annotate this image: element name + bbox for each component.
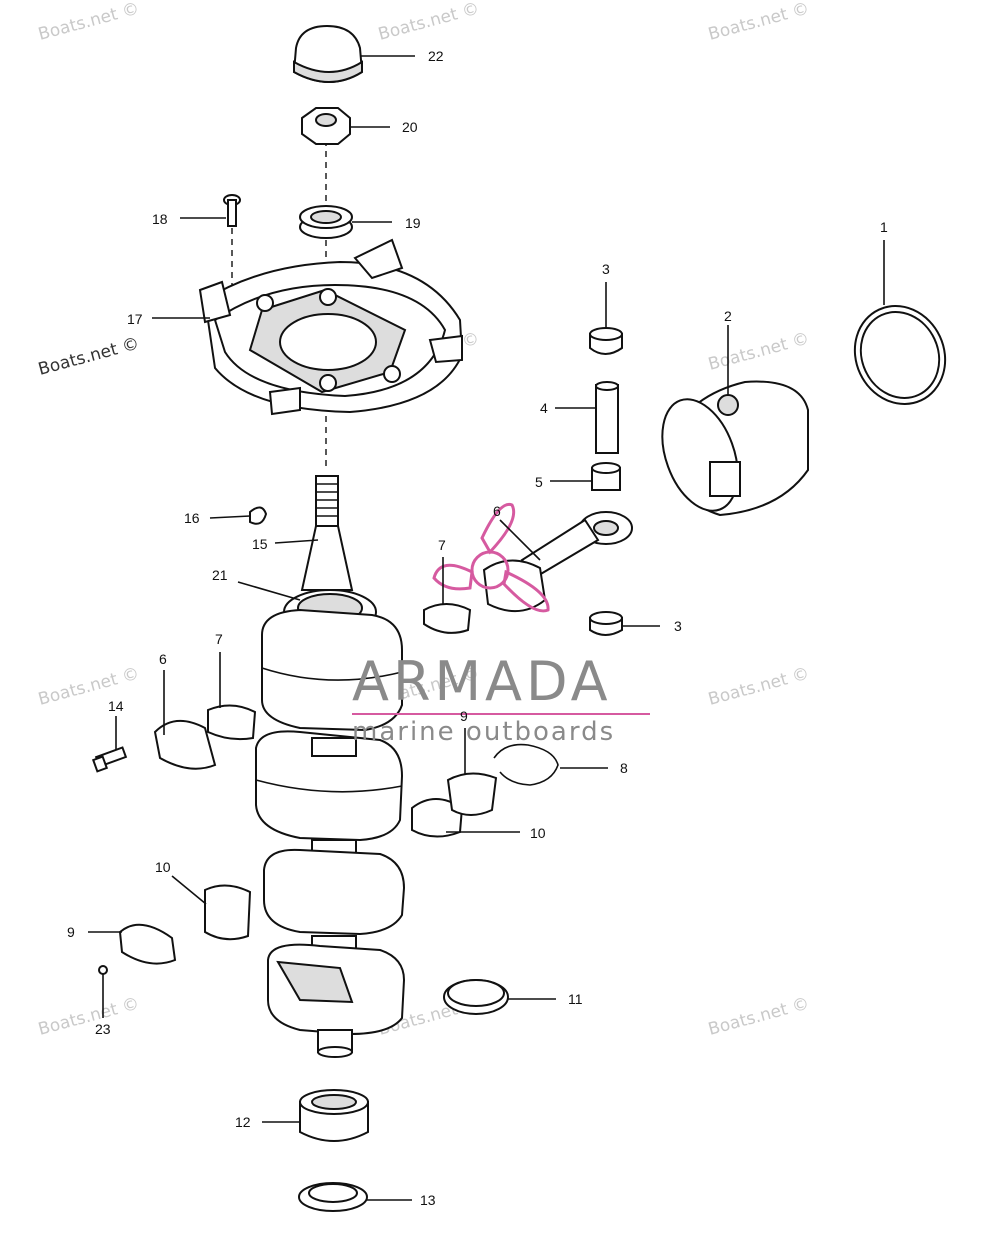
callout-labels: 22 20 19 18 17 1 2 3 4 5 6 7 3 16 15 21 … [67, 48, 888, 1208]
watermark-text: Boats.net © [36, 0, 141, 45]
part-7-bearing-right [423, 603, 472, 634]
callout-20: 20 [402, 119, 418, 135]
watermark-text: Boats.net © [36, 994, 141, 1040]
callout-6-rod: 6 [493, 503, 501, 519]
part-2-piston [661, 380, 809, 517]
watermark-text: Boats.net © [706, 0, 811, 45]
watermark-text: Boats.net © [706, 664, 811, 710]
callout-18: 18 [152, 211, 168, 227]
crankshaft-assembly [255, 475, 406, 1058]
callout-8: 8 [620, 760, 628, 776]
part-4-piston-pin [595, 381, 619, 454]
watermarks: Boats.net © Boats.net © Boats.net © Boat… [36, 0, 811, 1040]
callout-19: 19 [405, 215, 421, 231]
part-16-key [249, 506, 268, 525]
callout-9-left: 9 [67, 924, 75, 940]
part-14-screw [91, 746, 128, 773]
callout-3-bottom: 3 [674, 618, 682, 634]
part-5-needle-bearing [591, 462, 621, 491]
part-18-screw [223, 194, 241, 227]
callout-11: 11 [568, 991, 583, 1007]
part-13-seal [298, 1182, 368, 1212]
part-9-retainer-right [446, 772, 498, 816]
callout-15: 15 [252, 536, 268, 552]
watermark-text: Boats.net © [706, 994, 811, 1040]
logo-name: ARMADA [352, 650, 612, 713]
callout-1: 1 [880, 219, 888, 235]
armada-logo: ARMADA marine outboards [352, 502, 650, 747]
callout-7-right: 7 [438, 537, 446, 553]
callout-23: 23 [95, 1021, 111, 1037]
callout-9-right: 9 [460, 708, 468, 724]
watermark-text: Boats.net © [36, 664, 141, 710]
callout-10-right: 10 [530, 825, 546, 841]
callout-6-cap: 6 [159, 651, 167, 667]
callout-21: 21 [212, 567, 228, 583]
part-10-bearing-left [204, 884, 252, 941]
watermark-text: Boats.net © [706, 329, 811, 375]
part-20-nut [301, 107, 351, 145]
part-8-ring [493, 743, 559, 786]
callout-5: 5 [535, 474, 543, 490]
callout-7-left: 7 [215, 631, 223, 647]
part-3-bushing-bottom [589, 611, 623, 636]
leader-lines [88, 55, 885, 1201]
part-6-connecting-rod [482, 511, 633, 613]
watermark-text: Boats.net © [376, 0, 481, 45]
callout-14: 14 [108, 698, 124, 714]
part-12-roller-bearing [299, 1089, 369, 1142]
callout-17: 17 [127, 311, 143, 327]
callout-13: 13 [420, 1192, 436, 1208]
callout-3-top: 3 [602, 261, 610, 277]
logo-tagline: marine outboards [352, 717, 615, 747]
part-9-retainer-left [118, 923, 177, 965]
callout-22: 22 [428, 48, 444, 64]
callout-16: 16 [184, 510, 200, 526]
callout-10-left: 10 [155, 859, 171, 875]
part-17-stator-plate [198, 238, 464, 416]
callout-12: 12 [235, 1114, 251, 1130]
part-1-piston-ring [853, 305, 947, 405]
part-3-bushing-top [589, 327, 623, 355]
part-19-seal [299, 205, 353, 239]
part-11-ring [443, 979, 509, 1015]
callout-4: 4 [540, 400, 548, 416]
watermark-text-dark: Boats.net © [36, 334, 141, 380]
part-7-bearing-left [207, 704, 257, 741]
callout-2: 2 [724, 308, 732, 324]
part-23-dowel [98, 965, 108, 975]
part-6-rod-cap [153, 720, 217, 770]
part-22-cap [292, 24, 364, 83]
